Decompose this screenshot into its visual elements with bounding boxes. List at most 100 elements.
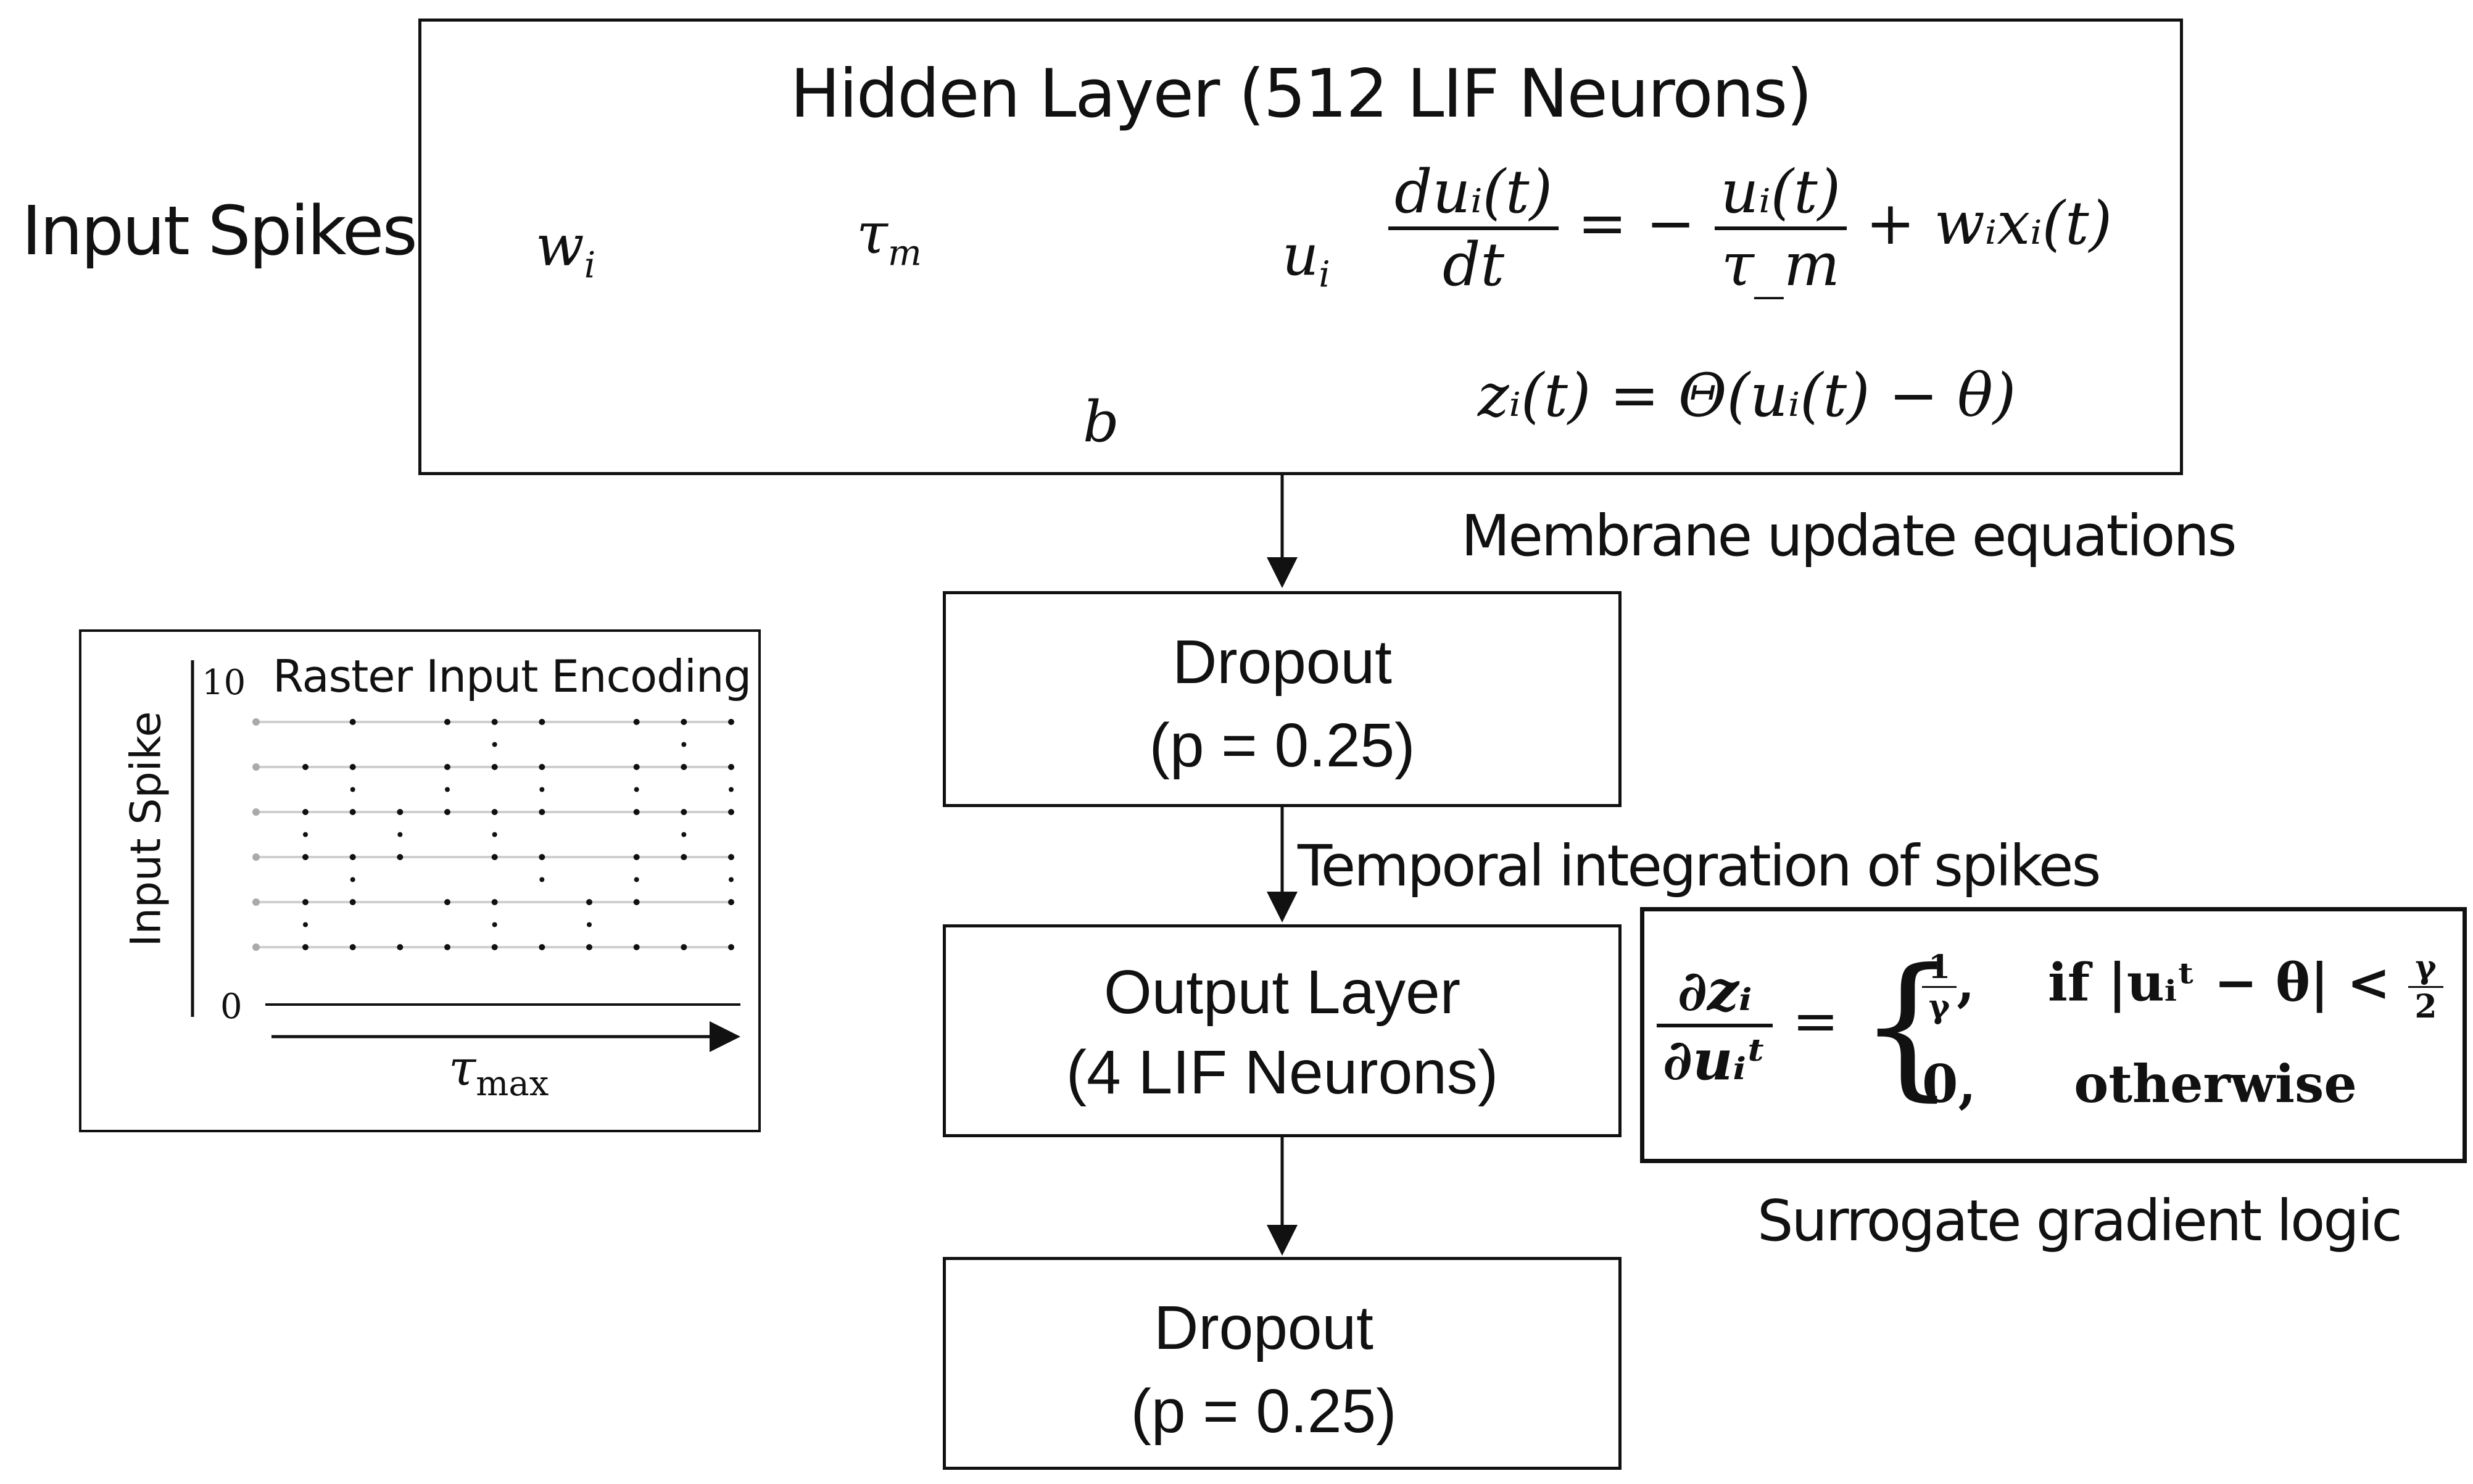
raster-ytick-bottom: 0 [220,987,242,1027]
raster-spike [492,832,497,837]
tau-label: τm [856,201,922,274]
raster-spike [444,719,450,725]
raster-xlabel: τmax [449,1039,549,1104]
input-spikes-label: Input Spikes [22,191,418,270]
raster-spike [681,719,687,725]
raster-spike [634,877,639,882]
raster-spike [681,809,687,815]
raster-spike [539,854,545,860]
raster-spike [302,764,309,770]
raster-spike [587,922,592,927]
raster-spike [633,944,640,950]
raster-spike [397,809,404,815]
output-layer-sub: (4 LIF Neurons) [1066,1038,1499,1107]
raster-spike [445,787,450,792]
raster-spike [349,944,356,950]
raster-spike [681,764,687,770]
w-label: wi [536,213,596,286]
raster-spike [397,854,404,860]
raster-spike [539,719,545,725]
raster-spike [491,764,498,770]
raster-spike [729,877,734,882]
raster-spike [302,944,309,950]
raster-spike [539,944,545,950]
dropout-1-title: Dropout [1172,628,1392,697]
raster-spike [444,809,450,815]
raster-spike [539,809,545,815]
raster-title: Raster Input Encoding [273,650,752,702]
surrogate-edge-label: Surrogate gradient logic [1757,1188,2403,1254]
dropout-block-1: Dropout (p = 0.25) [943,591,1622,807]
raster-spike [350,877,355,882]
raster-spike [728,809,734,815]
raster-row-tick [252,808,260,816]
raster-spike [444,764,450,770]
raster-spike [349,899,356,905]
raster-spike [444,944,450,950]
raster-spike [349,809,356,815]
b-label: b [1083,389,1119,455]
raster-ylabel: Input Spike [122,711,171,947]
hidden-layer-box: Hidden Layer (512 LIF Neurons) [418,19,2183,475]
raster-spike [633,899,640,905]
raster-spike [492,922,497,927]
raster-spike [491,809,498,815]
raster-spike [491,944,498,950]
dropout-1-param: (p = 0.25) [1149,711,1415,780]
raster-spike [302,899,309,905]
raster-spike [349,764,356,770]
raster-spike [350,787,355,792]
raster-spike [633,809,640,815]
spike-equation: zᵢ(t) = Θ(uᵢ(t) − θ) [1478,361,2016,430]
raster-spike [349,719,356,725]
raster-spike [728,944,734,950]
raster-spike [728,899,734,905]
raster-spike [728,764,734,770]
raster-spike [681,854,687,860]
raster-spike [633,719,640,725]
raster-spike [586,944,592,950]
raster-spike [681,832,687,837]
raster-spike [728,854,734,860]
raster-spike [397,832,403,837]
dropout-2-title: Dropout [1154,1293,1373,1362]
raster-row-tick [252,853,260,861]
raster-spike [302,854,309,860]
raster-spike [586,899,592,905]
membrane-equation: duᵢ(t)dt = − uᵢ(t)τ_m + wᵢxᵢ(t) [1388,157,2112,299]
hidden-layer-title: Hidden Layer (512 LIF Neurons) [790,56,1813,133]
raster-ytick-top: 10 [202,663,246,703]
raster-panel: Raster Input Encoding 10 0 Input Spike τ… [79,629,761,1132]
raster-spike [492,742,497,747]
raster-spike [444,899,450,905]
raster-spike [681,742,687,747]
raster-grid [252,718,734,951]
raster-spike [634,787,639,792]
raster-spike [633,764,640,770]
raster-spike [491,719,498,725]
raster-row-tick [252,763,260,771]
raster-spike [539,787,545,792]
surrogate-equation: ∂zᵢ∂uᵢᵗ = { [1657,948,1957,1103]
raster-row-tick [252,898,260,906]
raster-spike [397,944,404,950]
membrane-edge-label: Membrane update equations [1461,503,2237,569]
raster-spike [303,922,308,927]
temporal-edge-label: Temporal integration of spikes [1298,833,2101,899]
raster-spike [633,854,640,860]
raster-spike [491,899,498,905]
raster-spike [491,854,498,860]
surrogate-case-2: 0, otherwise [1922,1053,2357,1114]
output-layer-block: Output Layer (4 LIF Neurons) [943,924,1622,1137]
raster-spike [539,877,545,882]
raster-spike [539,764,545,770]
output-layer-title: Output Layer [1103,958,1461,1027]
raster-spike [681,944,687,950]
dropout-2-param: (p = 0.25) [1130,1377,1397,1446]
raster-spike [728,719,734,725]
raster-spike [302,809,309,815]
raster-row-tick [252,943,260,951]
dropout-block-2: Dropout (p = 0.25) [943,1257,1622,1470]
raster-row-tick [252,718,260,726]
